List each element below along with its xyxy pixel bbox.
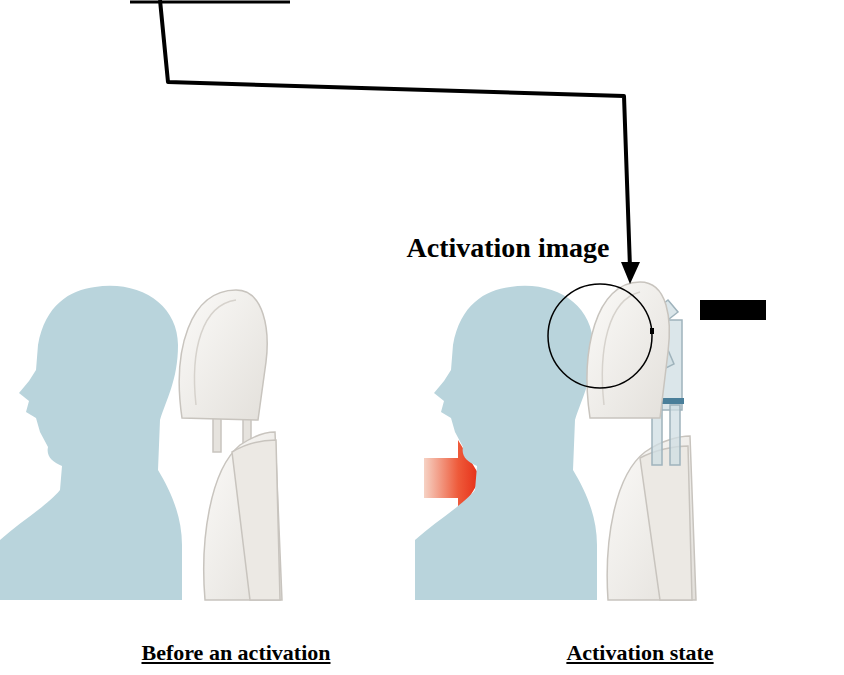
seat [179, 290, 282, 600]
state-caption: Activation state [566, 640, 713, 666]
person-silhouette [415, 286, 597, 600]
state-caption: Before an activation [141, 640, 330, 666]
leader-arrowhead [621, 262, 640, 284]
person-silhouette [0, 286, 182, 600]
image-heading: Activation image [407, 232, 610, 264]
seat-activated [587, 282, 696, 600]
focus-circle [548, 284, 652, 388]
leader-line [160, 0, 630, 268]
redacted-bar [700, 300, 766, 320]
heading-underline [130, 1, 290, 4]
